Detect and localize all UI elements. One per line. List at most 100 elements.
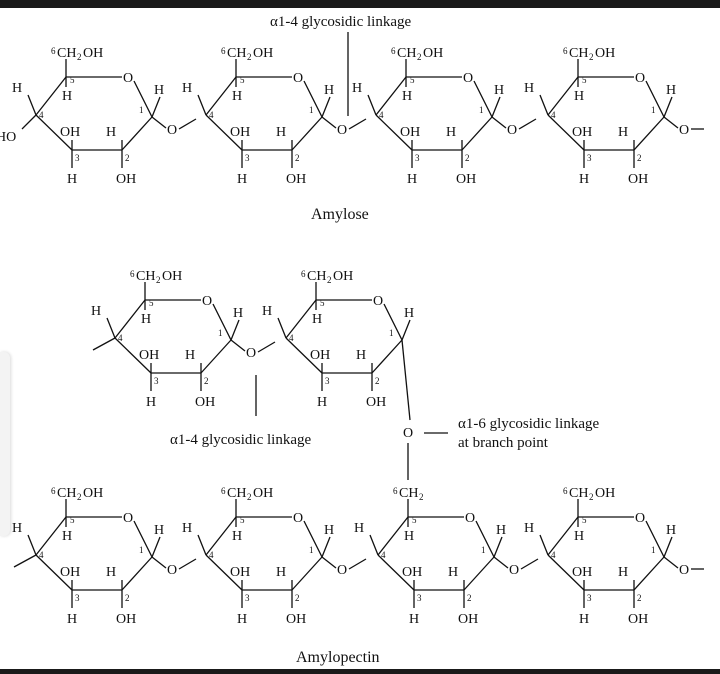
ch2oh-subscript: 2 — [77, 492, 82, 502]
ch2oh-subscript: 2 — [77, 52, 82, 62]
c2-hydrogen: H — [356, 348, 366, 363]
c1-number: 1 — [309, 545, 314, 555]
c3-hydroxyl: OH — [572, 125, 592, 140]
ch2oh-subscript: 2 — [327, 275, 332, 285]
ring-bond — [645, 520, 665, 558]
c4-h-bond — [106, 317, 116, 339]
c3-number: 3 — [75, 153, 80, 163]
c1-hydrogen: H — [324, 83, 334, 98]
c4-number: 4 — [551, 550, 556, 560]
c6-number: 6 — [563, 46, 568, 56]
c5-number: 5 — [320, 298, 325, 308]
ch2oh-subscript: 2 — [247, 492, 252, 502]
ring-bond — [291, 116, 323, 151]
c3-hydrogen: H — [407, 172, 417, 187]
c2-hydroxyl: OH — [628, 172, 648, 187]
c4-hydrogen: H — [91, 304, 101, 319]
ring-bond — [200, 339, 232, 374]
ring-bond — [121, 116, 153, 151]
c1-h-bond — [663, 536, 673, 558]
ring-oxygen: O — [465, 511, 475, 526]
glycosidic-oxygen: O — [246, 346, 256, 361]
glycosidic-bond — [491, 116, 507, 129]
c3-number: 3 — [75, 593, 80, 603]
side-scroll-tab[interactable] — [0, 352, 10, 536]
ch2oh-oh-label: OH — [253, 486, 273, 501]
c5-number: 5 — [70, 75, 75, 85]
c1-h-bond — [230, 319, 240, 341]
c4-hydrogen: H — [352, 81, 362, 96]
a16-branch-bond — [401, 339, 411, 421]
c4-h-bond — [27, 94, 37, 116]
c6-number: 6 — [51, 486, 56, 496]
ring-bond — [212, 303, 232, 341]
ch2oh-oh-label: OH — [83, 486, 103, 501]
ring-bond — [35, 554, 73, 591]
c5-number: 5 — [582, 515, 587, 525]
ring-oxygen: O — [123, 71, 133, 86]
ring-oxygen: O — [463, 71, 473, 86]
c6-number: 6 — [51, 46, 56, 56]
c3-hydrogen: H — [409, 612, 419, 627]
c6-number: 6 — [563, 486, 568, 496]
ch2oh-label: CH — [397, 46, 416, 61]
ch2oh-oh-label: OH — [595, 46, 615, 61]
c2-hydroxyl: OH — [366, 395, 386, 410]
a16-branch-oxygen: O — [403, 426, 413, 441]
c5-hydrogen: H — [402, 89, 412, 104]
c2-hydroxyl: OH — [116, 172, 136, 187]
c2-hydroxyl: OH — [286, 612, 306, 627]
c6-number: 6 — [391, 46, 396, 56]
c1-hydrogen: H — [496, 523, 506, 538]
glycosidic-bond — [348, 118, 367, 130]
c3-number: 3 — [154, 376, 159, 386]
ch2oh-oh-label: OH — [253, 46, 273, 61]
ring-bond — [547, 554, 585, 591]
ring-bond — [463, 556, 495, 591]
glycosidic-bond — [493, 556, 509, 569]
c5-hydrogen: H — [141, 312, 151, 327]
c5-number: 5 — [240, 75, 245, 85]
ring-bond — [547, 114, 585, 151]
glycosidic-bond — [178, 558, 197, 570]
c5-number: 5 — [70, 515, 75, 525]
ch2oh-subscript: 2 — [589, 52, 594, 62]
c1-number: 1 — [481, 545, 486, 555]
ring-bond — [205, 114, 243, 151]
c2-hydroxyl: OH — [456, 172, 476, 187]
glycosidic-bond — [151, 556, 167, 569]
bottom-frame-bar — [0, 669, 720, 674]
c5-number: 5 — [240, 515, 245, 525]
c1-hydrogen: H — [154, 523, 164, 538]
c4-stub-bond — [13, 554, 37, 568]
c3-hydroxyl: OH — [400, 125, 420, 140]
ring-oxygen: O — [635, 511, 645, 526]
c3-hydrogen: H — [317, 395, 327, 410]
ring-bond — [35, 76, 67, 116]
ch2-subscript: 2 — [419, 492, 424, 502]
top-frame-bar — [0, 0, 720, 8]
amylopectin-a16-label-line1: α1-6 glycosidic linkage — [458, 416, 600, 432]
ring-oxygen: O — [373, 294, 383, 309]
c2-number: 2 — [637, 153, 642, 163]
c1-number: 1 — [218, 328, 223, 338]
c4-h-bond — [197, 534, 207, 556]
glycosidic-bond — [321, 116, 337, 129]
glycosidic-bond — [178, 118, 197, 130]
ch2oh-label: CH — [57, 46, 76, 61]
c1-hydrogen: H — [404, 306, 414, 321]
c4-hydrogen: H — [182, 81, 192, 96]
c3-hydroxyl: OH — [402, 565, 422, 580]
glycosidic-oxygen: O — [337, 563, 347, 578]
c5-number: 5 — [149, 298, 154, 308]
glycosidic-oxygen: O — [337, 123, 347, 138]
c3-number: 3 — [587, 593, 592, 603]
c3-hydrogen: H — [237, 172, 247, 187]
c4-hydroxyl: HO — [0, 130, 16, 145]
ch2oh-label: CH — [569, 46, 588, 61]
glycosidic-oxygen: O — [507, 123, 517, 138]
c6-number: 6 — [221, 486, 226, 496]
c1-number: 1 — [309, 105, 314, 115]
c5-hydrogen: H — [312, 312, 322, 327]
